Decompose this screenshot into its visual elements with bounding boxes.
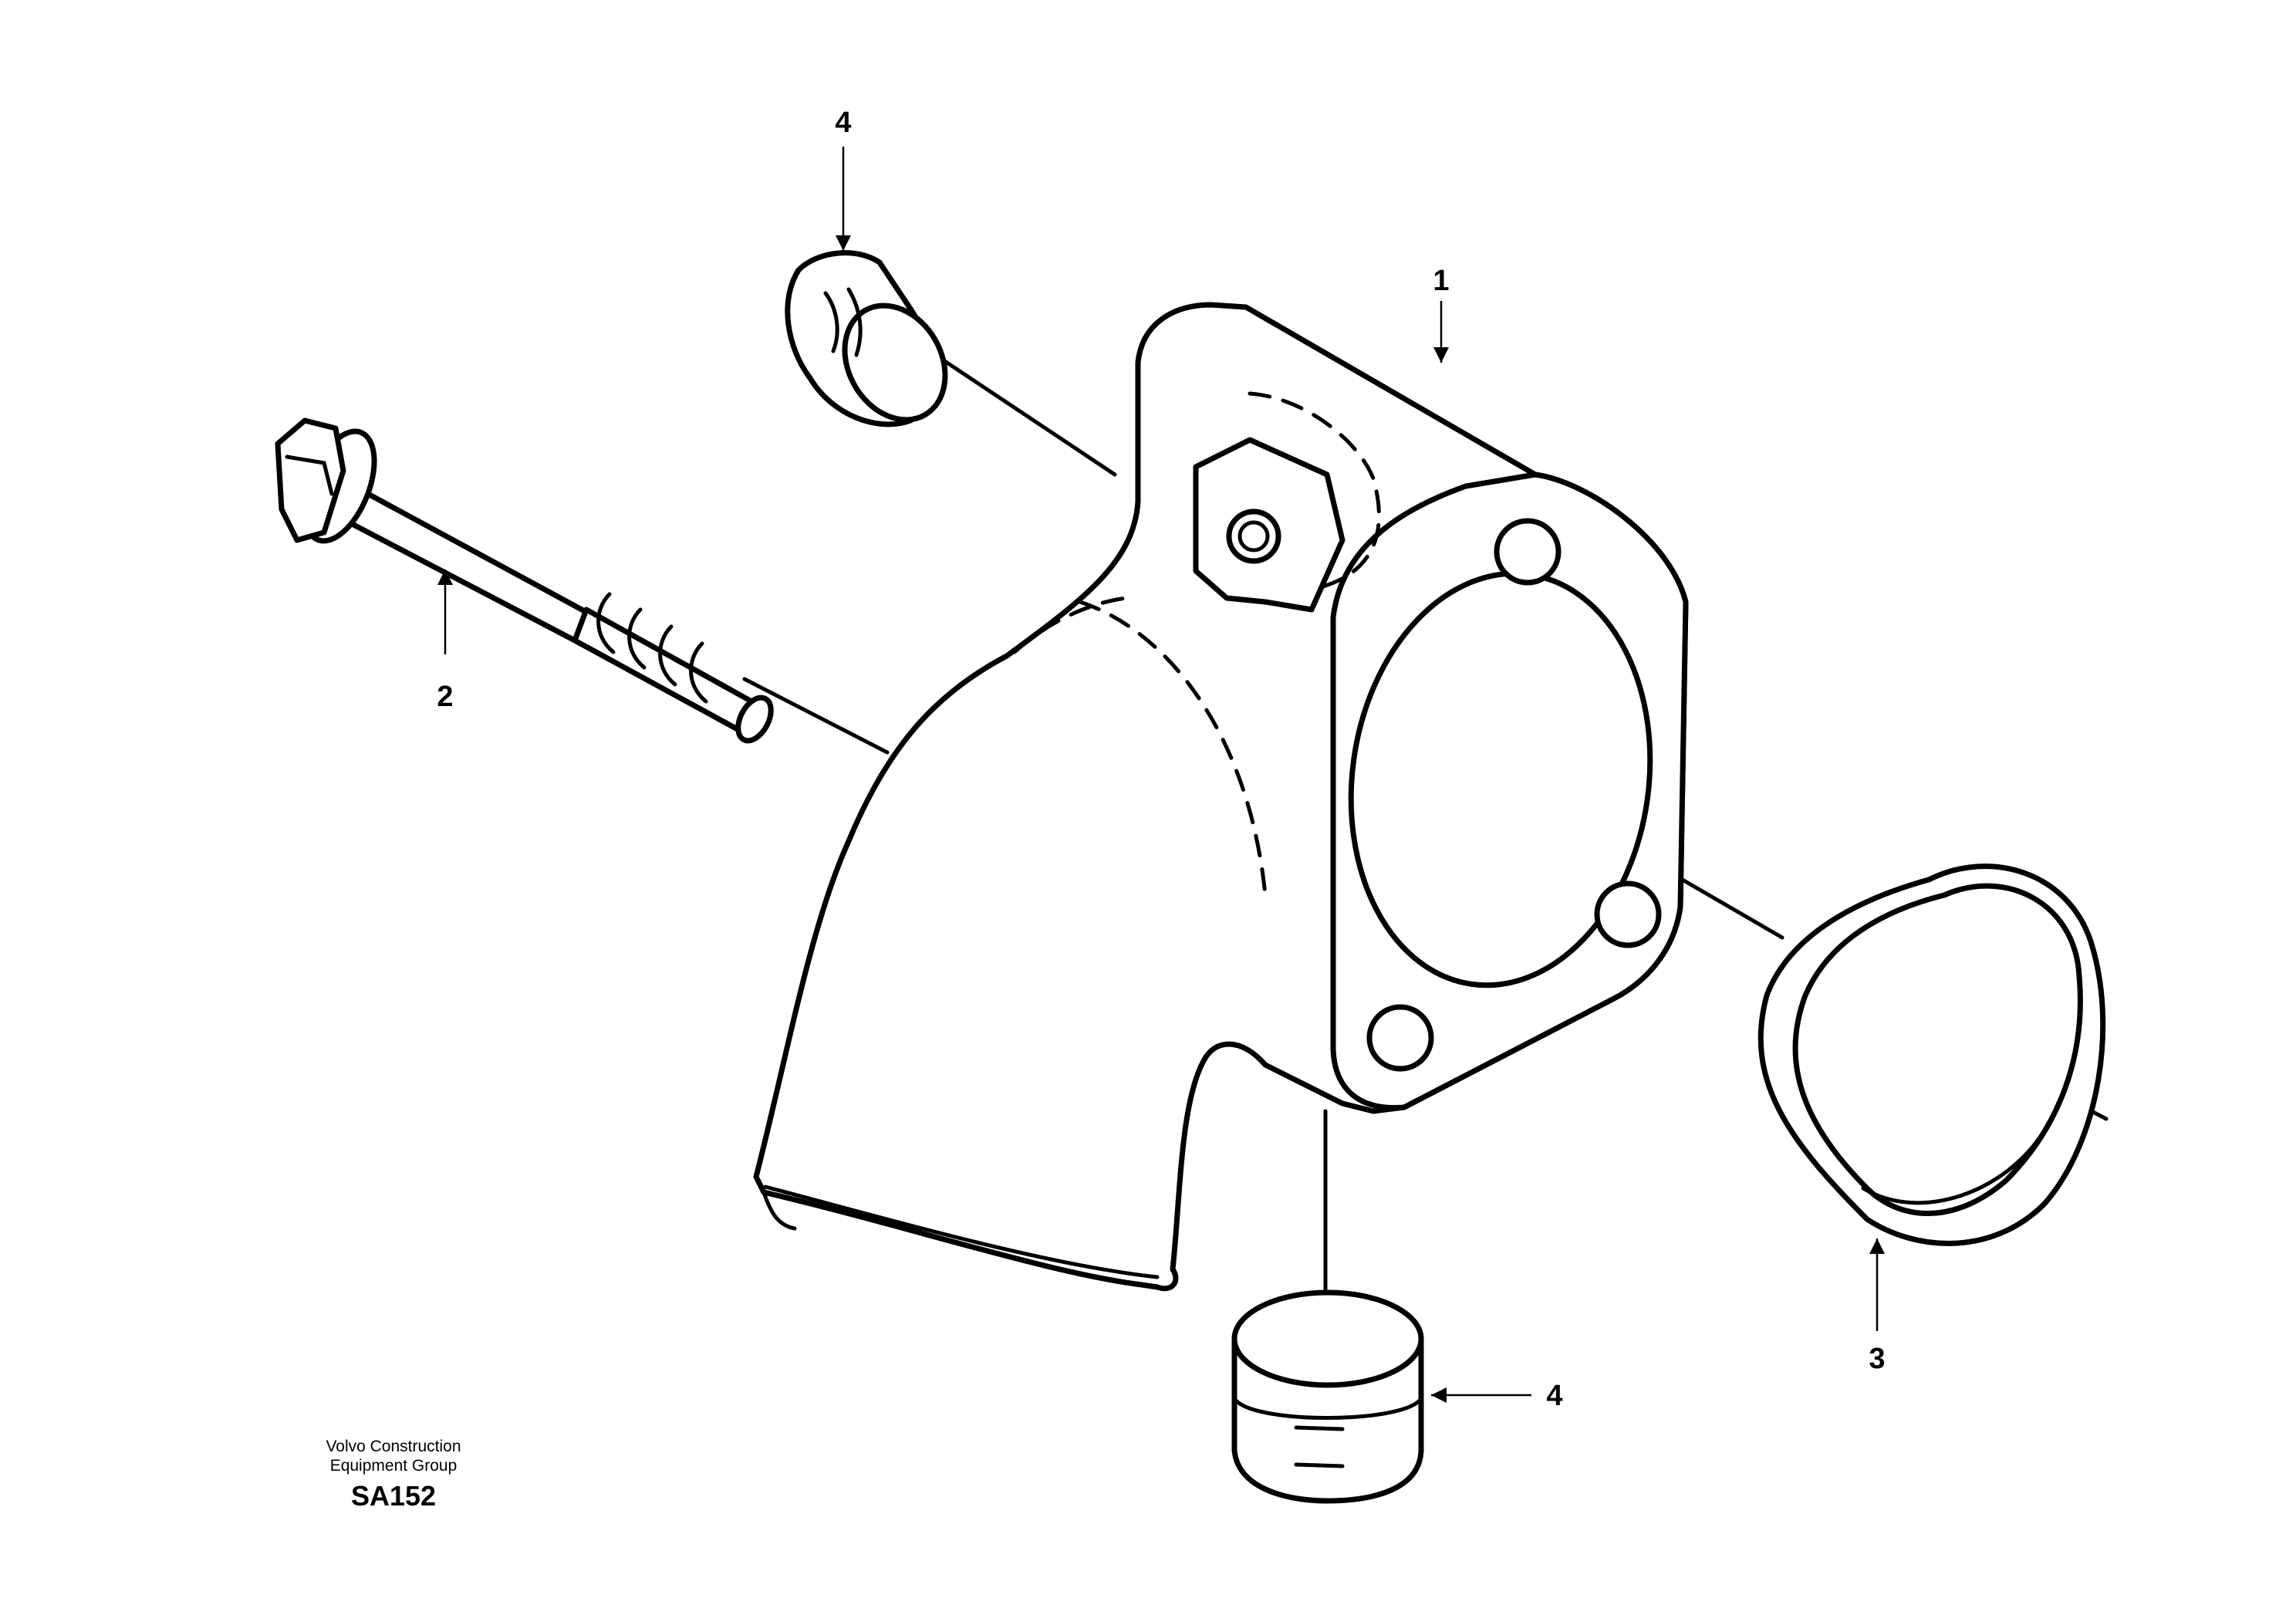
publisher-line-1: Volvo Construction xyxy=(326,1438,461,1455)
plug-bottom xyxy=(1231,1289,1424,1504)
publisher-line-2: Equipment Group xyxy=(329,1457,458,1475)
callout-seal-ring: 3 xyxy=(1869,1343,1886,1375)
callout-plug-bottom: 4 xyxy=(1546,1380,1563,1412)
plug-top xyxy=(785,250,948,427)
leader-lines xyxy=(437,147,1885,1403)
callout-housing: 1 xyxy=(1433,265,1450,297)
drawing-code: SA152 xyxy=(350,1480,437,1512)
seal-ring xyxy=(1757,863,2106,1246)
callout-plug-top: 4 xyxy=(835,106,852,139)
bolt-hole-right xyxy=(1594,880,1662,948)
bolt-hole-top xyxy=(1494,518,1562,586)
publisher-label: Volvo Construction Equipment Group xyxy=(278,1437,509,1475)
callout-bolt: 2 xyxy=(437,681,454,713)
thermostat-housing xyxy=(753,302,1689,1292)
flange-bolt xyxy=(275,417,774,744)
bolt-hole-bottom xyxy=(1366,1004,1434,1072)
